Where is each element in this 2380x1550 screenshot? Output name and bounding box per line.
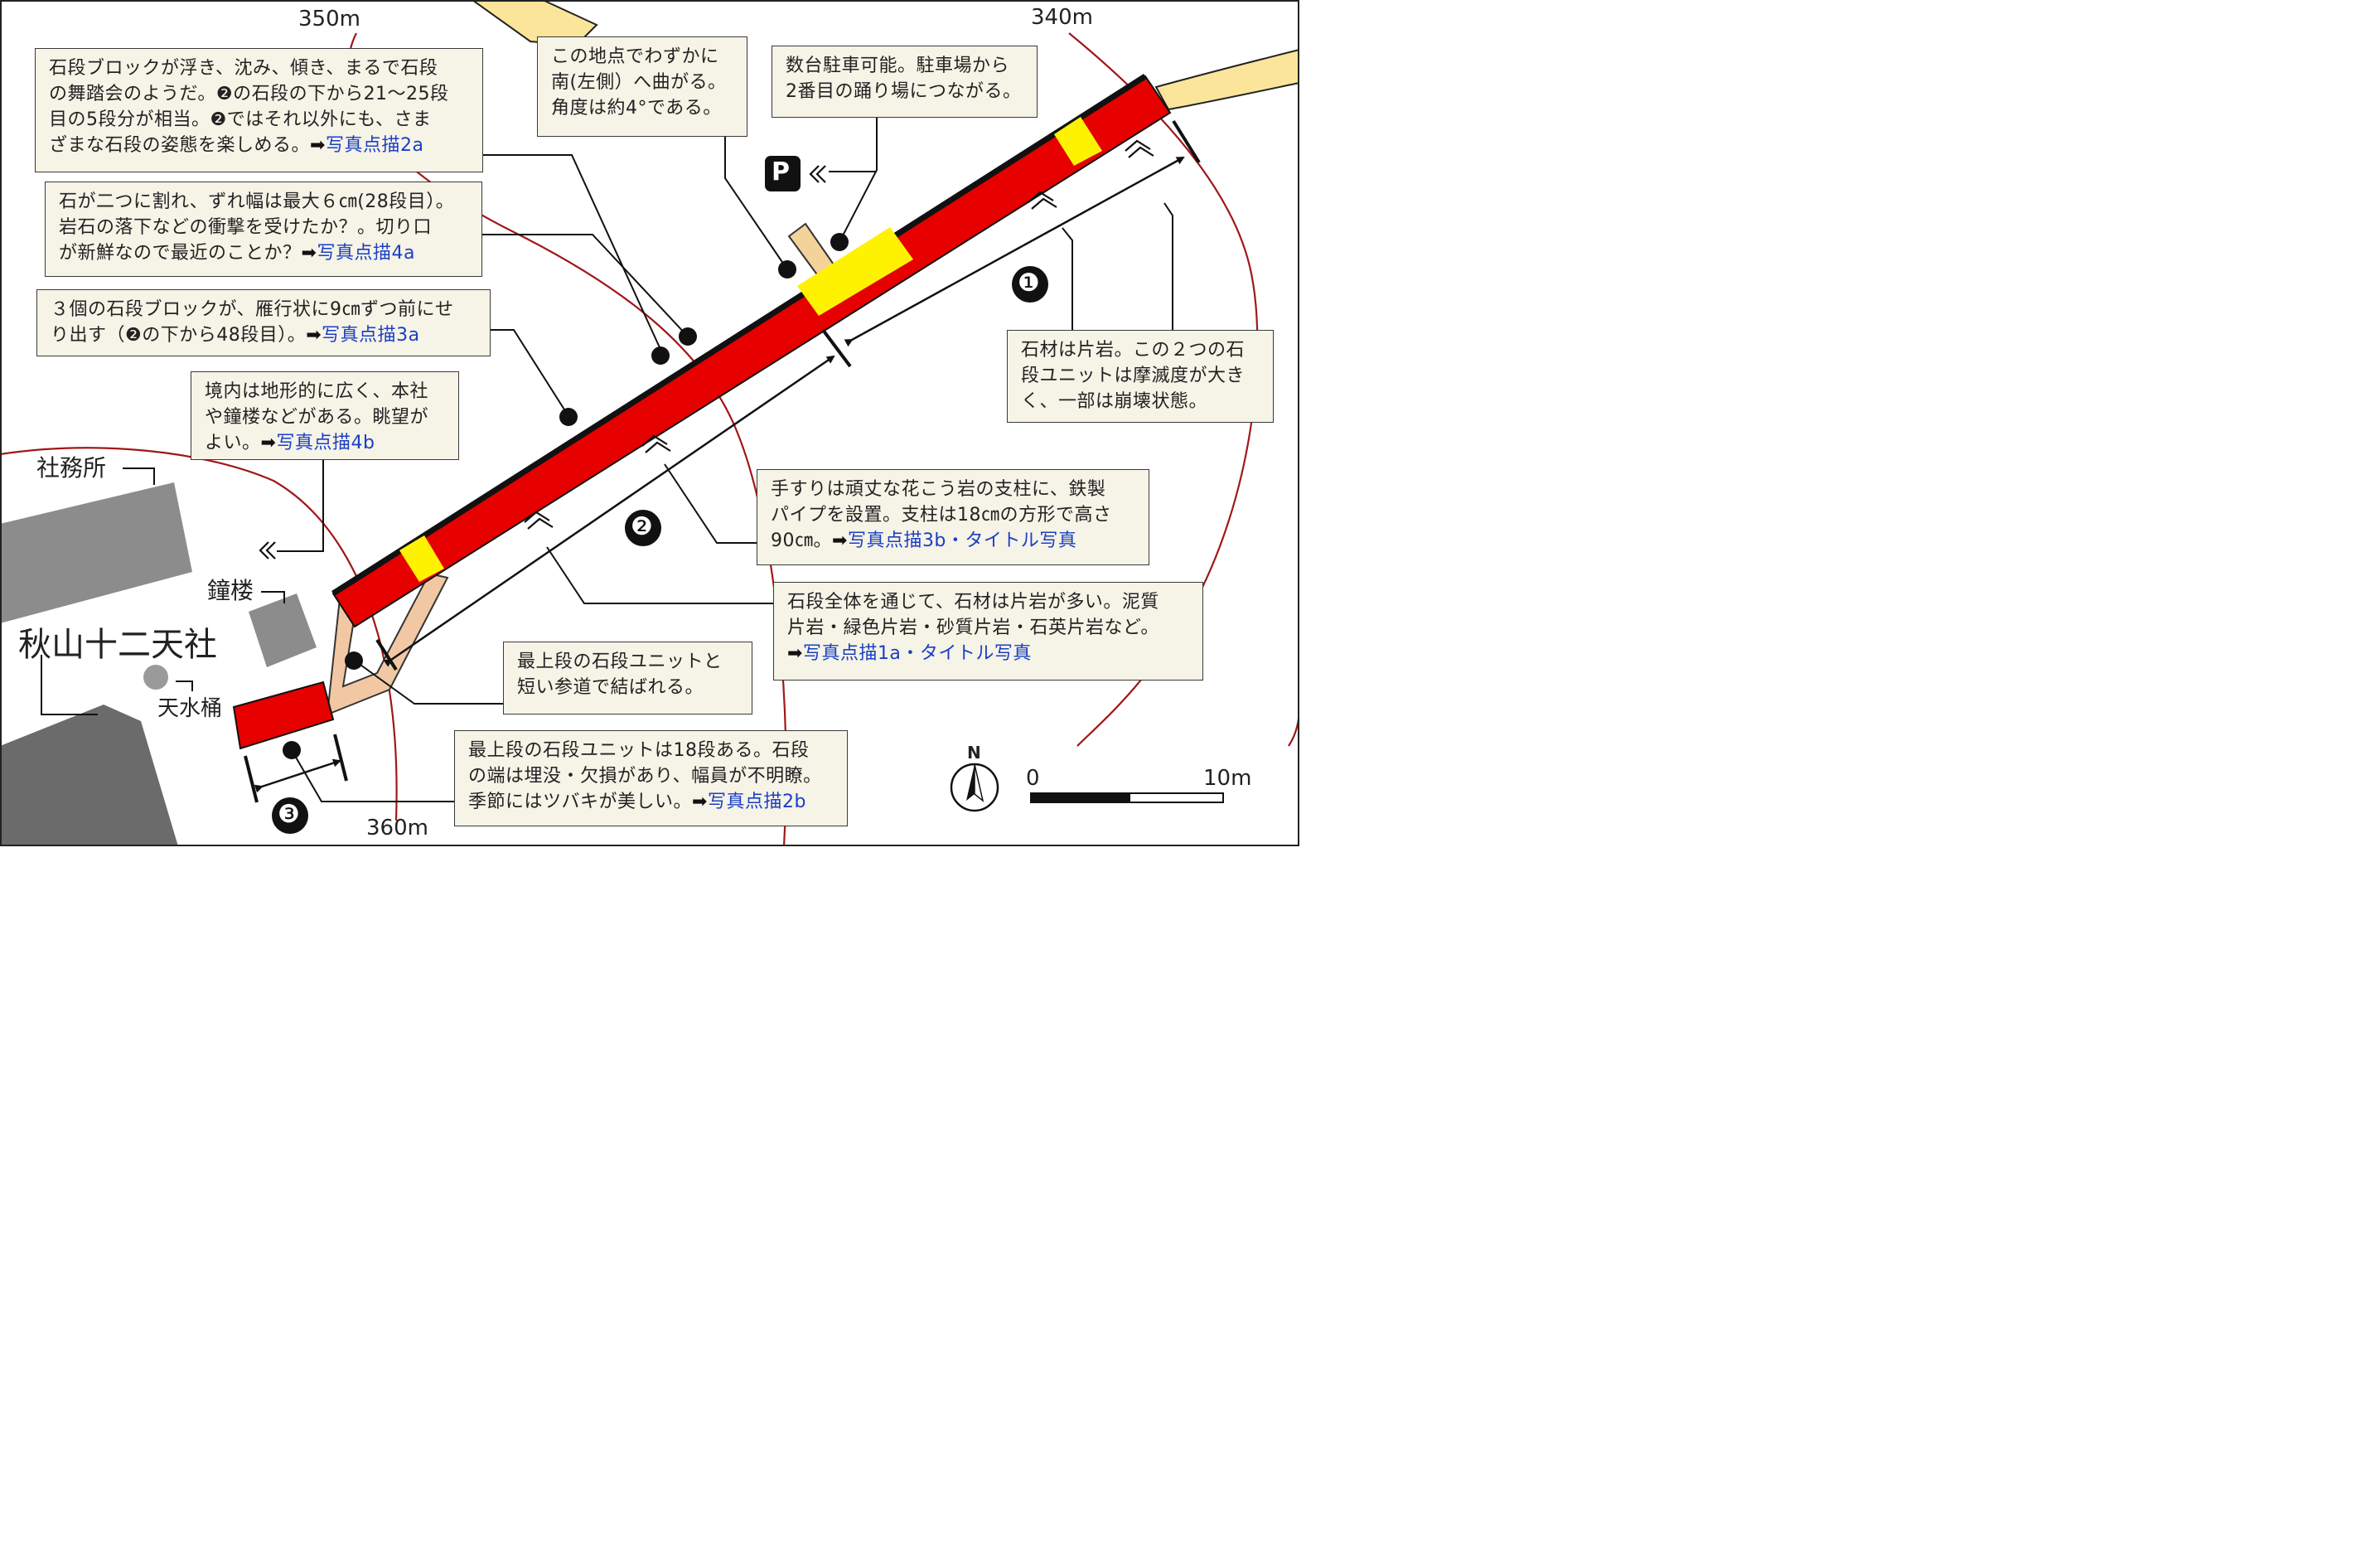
note-turn: この地点でわずかに 南(左側）へ曲がる。 角度は約4°である。 (537, 36, 747, 137)
scale-bar (1030, 792, 1224, 803)
note-3b-line-3: 90㎝。 (771, 530, 832, 551)
scale-end-label: 10m (1203, 766, 1252, 791)
note-4b-ref-link[interactable]: 写真点描4b (276, 433, 375, 453)
note-3a-ref-link[interactable]: 写真点描3a (322, 325, 420, 346)
arrow-icon: ➡ (306, 325, 322, 346)
span-2-line (383, 355, 835, 667)
contour-label-340: 340m (1031, 5, 1093, 30)
note-turn-line-1: この地点でわずかに (551, 46, 719, 67)
note-2a-line-4: ざまな石段の姿態を楽しめる。 (49, 135, 311, 156)
scale-start-label: 0 (1026, 766, 1040, 791)
note-schist-line-1: 石材は片岩。この２つの石 (1021, 340, 1246, 361)
span-3-line (254, 758, 341, 793)
note-2a-line-3: 目の5段分が相当。❷ではそれ以外にも、さま (49, 109, 432, 130)
note-2b-line-3: 季節にはツバキが美しい。 (468, 792, 693, 812)
note-4a: 石が二つに割れ、ずれ幅は最大６㎝(28段目）。 岩石の落下などの衝撃を受けたか？… (45, 182, 482, 277)
span-3-tick-a (244, 755, 259, 803)
note-3b-line-1: 手すりは頑丈な花こう岩の支柱に、鉄製 (771, 479, 1106, 500)
note-1a-line-2: 片岩・緑色片岩・砂質片岩・石英片岩など。 (787, 618, 1159, 638)
note-4b-line-2: や鐘楼などがある。眺望が (205, 407, 429, 428)
note-parking-line-2: 2番目の踊り場につながる。 (786, 81, 1022, 102)
unit-1-badge (1012, 266, 1048, 303)
office-building (0, 482, 192, 623)
shrine-name: 秋山十二天社 (18, 626, 217, 664)
span-markers (244, 119, 1201, 803)
note-top: 最上段の石段ユニットと 短い参道で結ばれる。 (503, 642, 752, 714)
stone-stairs-map (0, 0, 1299, 846)
note-schist-line-3: く、一部は崩壊状態。 (1021, 391, 1208, 412)
unit-3-badge (272, 797, 308, 834)
note-2b-line-1: 最上段の石段ユニットは18段ある。石段 (468, 740, 810, 761)
contour-360m (0, 447, 398, 821)
note-4a-line-2: 岩石の落下などの衝撃を受けたか？。切り口 (59, 217, 433, 238)
note-2a-line-1: 石段ブロックが浮き、沈み、傾き、まるで石段 (49, 58, 438, 79)
north-arrow-icon (950, 763, 999, 812)
leader-dots (283, 233, 849, 759)
leader-lines (41, 118, 1173, 802)
span-1-tick-a (821, 328, 852, 368)
water-basin-label: 天水桶 (157, 696, 223, 721)
note-4b: 境内は地形的に広く、本社 や鐘楼などがある。眺望が よい。➡写真点描4b (191, 371, 459, 460)
note-top-line-1: 最上段の石段ユニットと (517, 651, 723, 672)
parking-sign (765, 156, 801, 191)
parking-letter: P (772, 157, 790, 186)
north-label: N (967, 743, 981, 763)
span-1-line (844, 156, 1185, 347)
note-3b-line-2: パイプを設置。支柱は18㎝の方形で高さ (771, 505, 1112, 526)
office-label: 社務所 (36, 454, 107, 482)
note-3b-ref-link[interactable]: 写真点描3b・タイトル写真 (847, 530, 1077, 551)
note-schist-line-2: 段ユニットは摩滅度が大き (1021, 366, 1246, 386)
contour-tr (1288, 704, 1299, 747)
note-3a-line-2: り出す（❷の下から48段目）。 (51, 325, 307, 346)
note-4b-line-1: 境内は地形的に広く、本社 (205, 381, 429, 402)
approach-road-top (471, 0, 598, 47)
note-schist: 石材は片岩。この２つの石 段ユニットは摩滅度が大き く、一部は崩壊状態。 (1007, 330, 1274, 423)
unit-2-number: ❷ (631, 512, 653, 541)
contour-label-350: 350m (298, 7, 360, 31)
note-2a-line-2: の舞踏会のようだ。❷の石段の下から21～25段 (49, 84, 449, 104)
direction-chevrons (259, 139, 1154, 559)
note-3a-line-1: ３個の石段ブロックが、雁行状に9㎝ずつ前にせ (51, 299, 454, 320)
note-3a: ３個の石段ブロックが、雁行状に9㎝ずつ前にせ り出す（❷の下から48段目）。➡写… (36, 289, 491, 356)
span-3-tick-b (333, 734, 348, 782)
note-2b-line-2: の端は埋没・欠損があり、幅員が不明瞭。 (468, 766, 822, 787)
note-4a-line-3: が新鮮なので最近のことか？ (59, 243, 302, 264)
main-shrine-building (0, 705, 178, 846)
span-2-tick (375, 638, 398, 671)
note-2a: 石段ブロックが浮き、沈み、傾き、まるで石段 の舞踏会のようだ。❷の石段の下から2… (35, 48, 483, 172)
belfry-label: 鐘楼 (207, 577, 254, 604)
road-right (1154, 48, 1299, 111)
note-3b: 手すりは頑丈な花こう岩の支柱に、鉄製 パイプを設置。支柱は18㎝の方形で高さ 9… (757, 469, 1149, 565)
arrow-icon: ➡ (787, 643, 803, 664)
note-turn-line-2: 南(左側）へ曲がる。 (551, 72, 727, 93)
span-1-tick-b (1172, 119, 1201, 164)
note-parking-line-1: 数台駐車可能。駐車場から (786, 56, 1010, 76)
note-1a: 石段全体を通じて、石材は片岩が多い。泥質 片岩・緑色片岩・砂質片岩・石英片岩など… (773, 582, 1203, 681)
landing-1 (1054, 117, 1102, 166)
stair-top-unit (232, 681, 335, 750)
note-2b-ref-link[interactable]: 写真点描2b (707, 792, 806, 812)
arrow-icon: ➡ (301, 243, 317, 264)
arrow-icon: ➡ (832, 530, 848, 551)
contour-label-360: 360m (366, 816, 428, 840)
water-basin-marker (143, 665, 168, 690)
arrow-icon: ➡ (260, 433, 277, 453)
note-2a-ref-link[interactable]: 写真点描2a (325, 135, 424, 156)
arrow-icon: ➡ (310, 135, 326, 156)
unit-1-number: ❶ (1018, 269, 1040, 298)
note-4b-line-3: よい。 (205, 433, 261, 453)
note-4a-ref-link[interactable]: 写真点描4a (317, 243, 415, 264)
note-1a-line-1: 石段全体を通じて、石材は片岩が多い。泥質 (787, 592, 1159, 613)
note-parking: 数台駐車可能。駐車場から 2番目の踊り場につながる。 (772, 46, 1038, 118)
arrow-icon: ➡ (692, 792, 708, 812)
note-2b: 最上段の石段ユニットは18段ある。石段 の端は埋没・欠損があり、幅員が不明瞭。 … (454, 730, 848, 826)
unit-2-badge (625, 510, 661, 546)
unit-3-number: ❸ (278, 800, 300, 829)
note-4a-line-1: 石が二つに割れ、ずれ幅は最大６㎝(28段目）。 (59, 191, 455, 212)
note-1a-ref-link[interactable]: 写真点描1a・タイトル写真 (802, 643, 1032, 664)
note-top-line-2: 短い参道で結ばれる。 (517, 677, 704, 698)
belfry-building (249, 593, 317, 667)
note-turn-line-3: 角度は約4°である。 (551, 98, 722, 119)
